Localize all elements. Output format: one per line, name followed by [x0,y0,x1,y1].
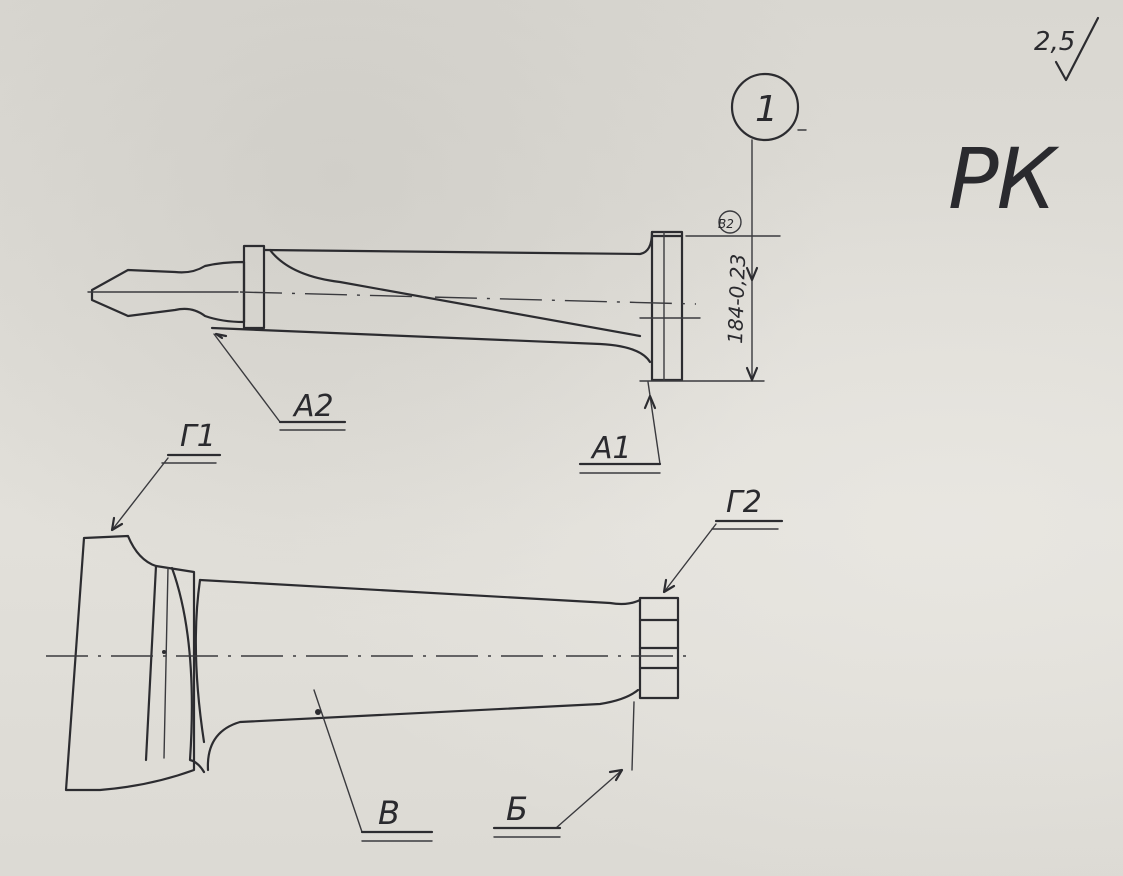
dimension-text: 184-0,23 [723,253,750,344]
leader-g1: Г1 [110,419,222,532]
marker-circle-text: В2 [718,217,734,231]
label-g1: Г1 [180,419,216,454]
leader-a2: А2 [213,332,347,431]
leader-b: Б [492,701,635,838]
dimension-184: 184-0,23 В2 [639,139,781,382]
label-v: В [378,794,400,832]
stamp-text: РК [948,130,1060,228]
position-balloon: 1 [730,72,807,142]
leader-v: В [313,689,434,842]
bottom-blade-view [46,534,688,792]
label-g2: Г2 [726,485,762,520]
label-b: Б [506,790,528,828]
roughness-value: 2,5 [1034,27,1075,57]
position-number: 1 [755,89,778,130]
roughness-symbol: 2,5 [1034,16,1100,82]
label-a1: А1 [590,431,632,466]
label-a2: А2 [292,389,334,424]
top-blade-view [87,230,701,382]
leader-a1: А1 [578,381,662,474]
leader-g2: Г2 [662,485,784,594]
